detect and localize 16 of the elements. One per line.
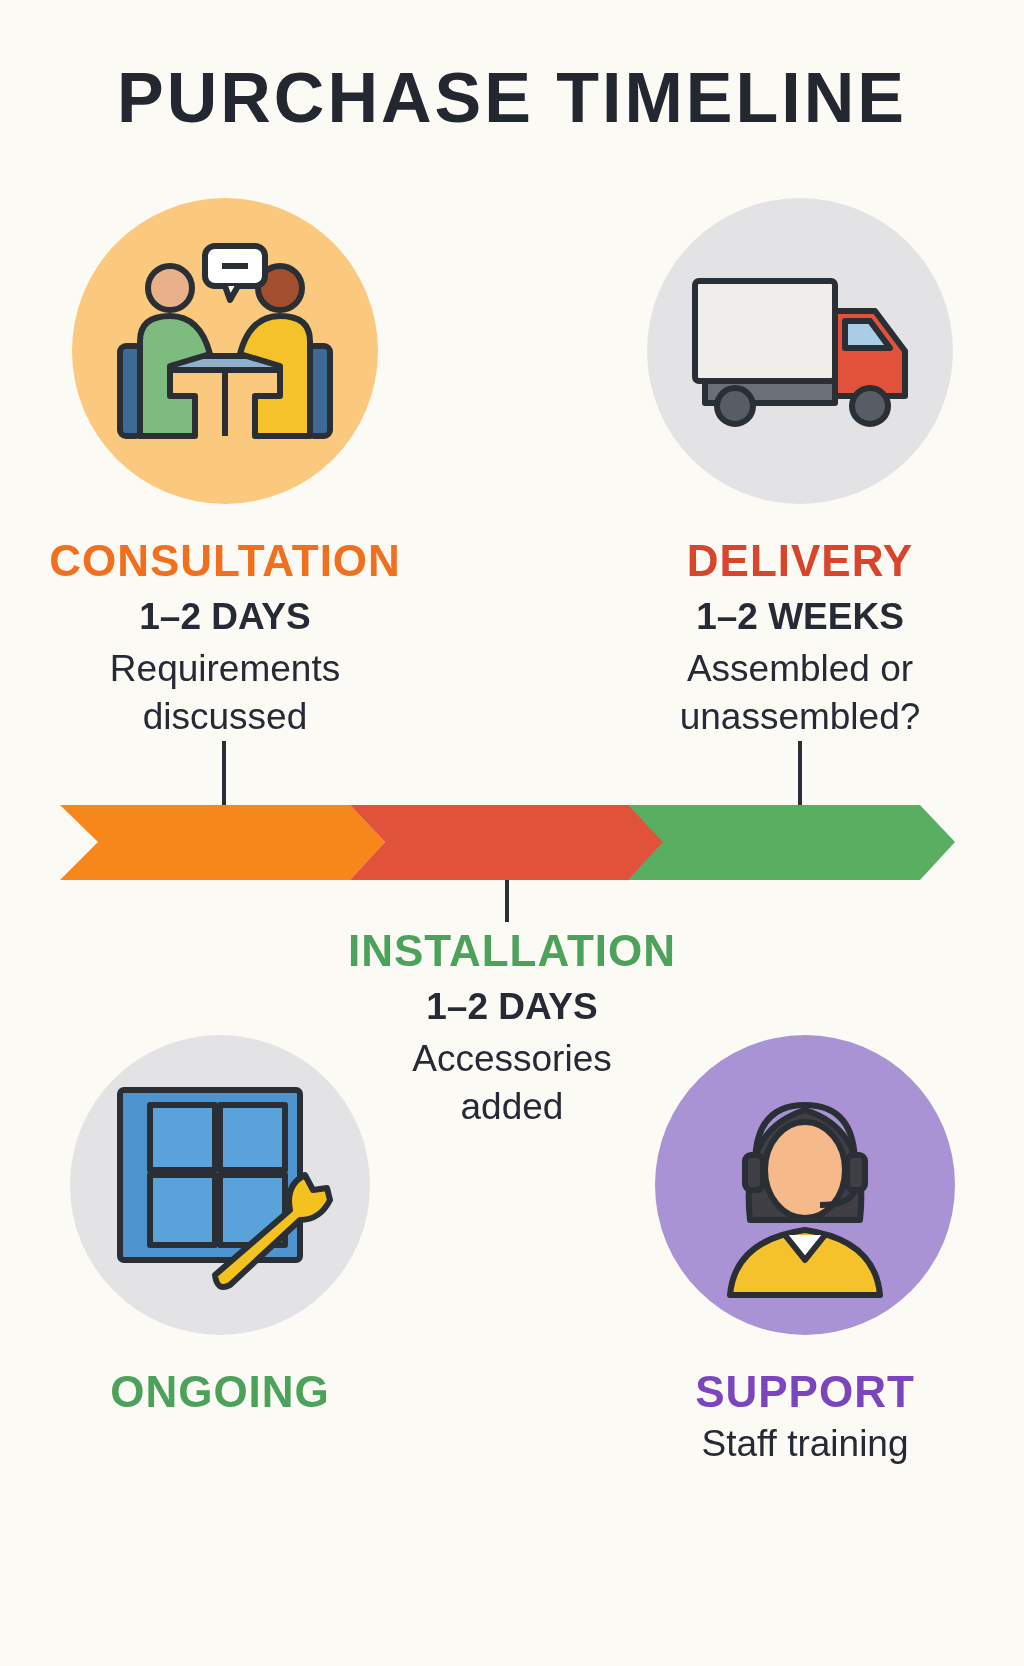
stage-heading: DELIVERY xyxy=(686,535,914,587)
description-text: Assembled or unassembled? xyxy=(678,646,922,739)
tick-line xyxy=(505,880,509,922)
title: PURCHASE TIMELINE xyxy=(116,58,908,138)
tick-line xyxy=(798,741,802,805)
stage-heading: INSTALLATION xyxy=(347,925,677,977)
duration-text: 1–2 WEEKS xyxy=(696,595,904,640)
stage-heading: ONGOING xyxy=(110,1366,330,1418)
description-text: Requirements discussed xyxy=(108,646,342,739)
description-text: Staff training xyxy=(701,1422,909,1467)
duration-text: 1–2 DAYS xyxy=(139,595,311,640)
description-text: Accessories added xyxy=(411,1036,613,1129)
duration-text: 1–2 DAYS xyxy=(426,985,598,1030)
stage-heading: CONSULTATION xyxy=(49,535,401,587)
stage-heading: SUPPORT xyxy=(695,1366,915,1418)
tick-line xyxy=(222,741,226,805)
